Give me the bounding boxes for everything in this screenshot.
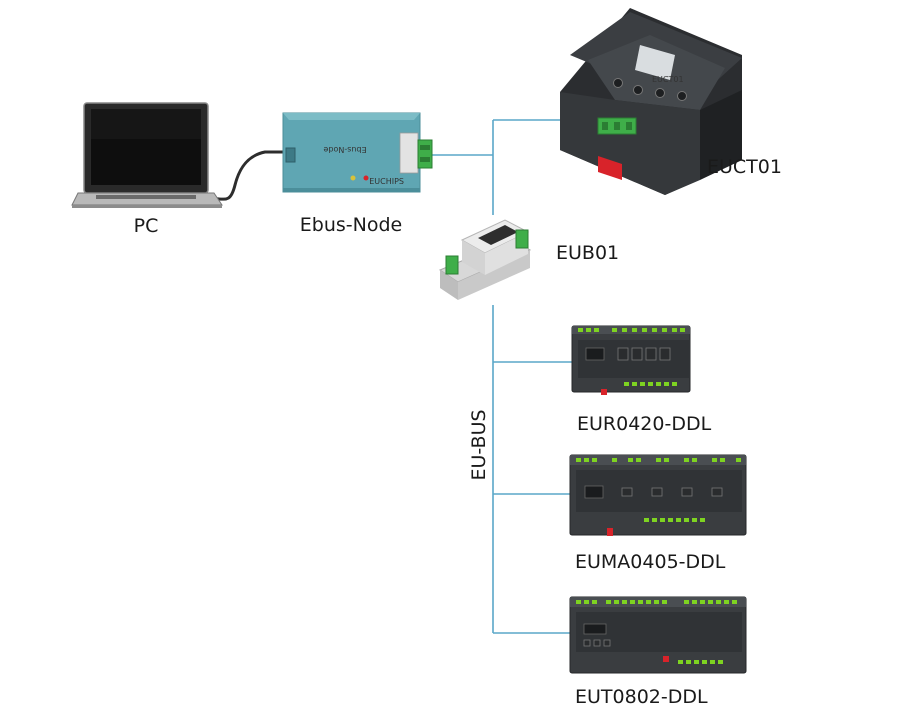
eu-bus-label: EU-BUS	[468, 409, 490, 480]
euct-din-clip	[598, 156, 622, 180]
eur0420-label: EUR0420-DDL	[577, 413, 712, 435]
euct-button-3-icon	[655, 88, 665, 98]
euct-face-text: EUCT01	[652, 75, 684, 84]
eub01-device	[438, 219, 532, 300]
eut-display	[583, 623, 607, 635]
eub01-label: EUB01	[556, 242, 619, 264]
eut-top-terminals	[576, 600, 737, 604]
euct01-label: EUCT01	[707, 156, 782, 178]
eut-bottom-terminals	[678, 660, 723, 664]
node-status-led-icon	[350, 175, 356, 181]
eub-terminal-right	[515, 229, 529, 249]
euma-display	[584, 485, 604, 499]
eur-bottom-terminals	[624, 382, 677, 386]
node-terminal-block	[417, 139, 433, 169]
euct-button-1-icon	[613, 78, 623, 88]
euma0405-label: EUMA0405-DDL	[575, 551, 726, 573]
ebus-node-label: Ebus-Node	[300, 214, 402, 236]
node-brand-text: EUCHIPS	[369, 177, 404, 186]
connections	[204, 119, 572, 634]
pc-label: PC	[134, 215, 159, 237]
ebus-node-device: Ebus-Node EUCHIPS	[282, 112, 433, 193]
eut0802-device	[569, 596, 747, 674]
eur0420-device	[571, 325, 691, 395]
euct01-device: EUCT01	[560, 8, 742, 195]
laptop-icon	[71, 102, 223, 208]
eur-display	[585, 347, 605, 361]
node-power-led-icon	[363, 175, 369, 181]
usb-port-icon	[285, 147, 296, 163]
usb-cable	[204, 150, 283, 201]
eur-top-terminals	[578, 328, 685, 332]
eub-terminal-left	[445, 255, 459, 275]
eut0802-label: EUT0802-DDL	[575, 686, 708, 708]
euma-bottom-terminals	[644, 518, 705, 522]
euma0405-device	[569, 454, 747, 536]
euma-top-terminals	[576, 458, 741, 462]
euct-button-2-icon	[633, 85, 643, 95]
node-face-text: Ebus-Node	[323, 145, 366, 154]
euct-button-4-icon	[677, 91, 687, 101]
